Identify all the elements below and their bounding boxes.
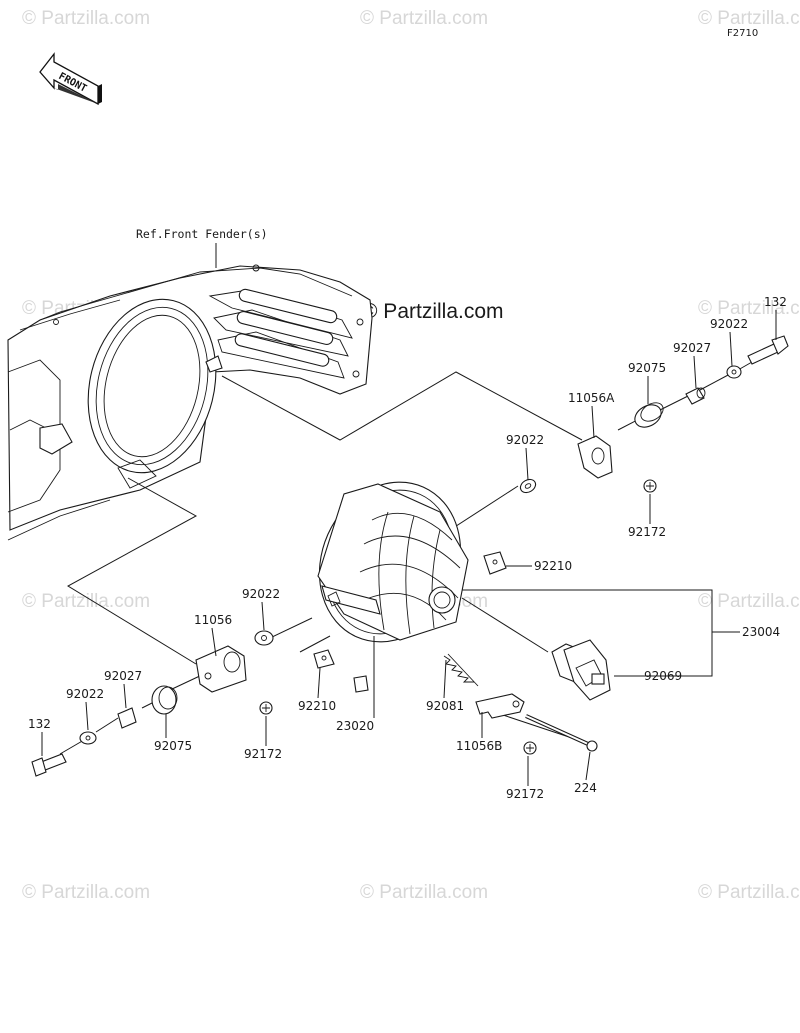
watermark: © Partzilla.com [22, 882, 150, 903]
part-label-11056A: 11056A [568, 391, 615, 405]
screw-92172-right [643, 479, 657, 493]
assembly-guide-lines [59, 361, 753, 755]
figure-code: F2710 [727, 28, 758, 39]
part-label-92027-right: 92027 [673, 341, 711, 355]
part-label-23020: 23020 [336, 719, 374, 733]
watermark: © Partzilla.com [698, 591, 800, 612]
watermark: © Partzilla.com [360, 882, 488, 903]
watermark: © Partzilla.com [698, 298, 800, 319]
front-fender-housing [7, 264, 373, 541]
bulb-92069 [551, 639, 611, 701]
part-label-92022-lower-left: 92022 [66, 687, 104, 701]
collar-92027-right [685, 387, 706, 405]
part-label-132-left: 132 [28, 717, 51, 731]
part-label-92210-left: 92210 [298, 699, 336, 713]
watermark: © Partzilla.com [698, 882, 800, 903]
washer-92022-right [726, 365, 742, 379]
screw-224 [525, 714, 598, 752]
watermark: © Partzilla.com [22, 8, 150, 29]
part-label-11056: 11056 [194, 613, 232, 627]
screw-92172-left [259, 701, 273, 715]
front-arrow-icon: FRONT [39, 52, 102, 106]
bolt-132-left [31, 753, 67, 777]
watermark: © Partzilla.com [698, 8, 800, 29]
part-label-92075-left: 92075 [154, 739, 192, 753]
part-label-92172-bottom: 92172 [506, 787, 544, 801]
clip-nut-92210-left [313, 649, 335, 669]
part-label-92022-right: 92022 [710, 317, 748, 331]
washer-92022-mid [519, 478, 537, 494]
watermark: © Partzilla.com [360, 8, 488, 29]
part-label-92069: 92069 [644, 669, 682, 683]
part-labels: 132 92022 92027 92075 11056A 92022 92172… [28, 295, 787, 801]
brand-text: © Partzilla.com [362, 300, 504, 323]
screw-92172-bottom [523, 741, 537, 755]
grommet-92075-left [151, 685, 178, 715]
part-label-224: 224 [574, 781, 597, 795]
part-label-92081: 92081 [426, 699, 464, 713]
bracket-11056 [195, 645, 247, 693]
part-label-92172-right: 92172 [628, 525, 666, 539]
washer-92022-left [254, 630, 274, 646]
part-label-132-right: 132 [764, 295, 787, 309]
washer-92022-lower-left [79, 731, 97, 745]
bracket-11056B [475, 693, 525, 719]
part-label-92075-right: 92075 [628, 361, 666, 375]
headlight-unit [317, 481, 469, 643]
part-label-92027-left: 92027 [104, 669, 142, 683]
part-label-11056B: 11056B [456, 739, 502, 753]
part-label-92022-mid: 92022 [506, 433, 544, 447]
grommet-92075-right [634, 402, 664, 428]
spring-92081 [443, 653, 479, 687]
reference-label: Ref.Front Fender(s) [136, 227, 268, 241]
part-label-23004: 23004 [742, 625, 780, 639]
part-label-92022-left: 92022 [242, 587, 280, 601]
clip-nut-92210-right [483, 551, 507, 575]
bolt-132-right [747, 335, 789, 365]
nut-23020 [353, 675, 369, 693]
watermark: © Partzilla.com [22, 591, 150, 612]
part-label-92172-left: 92172 [244, 747, 282, 761]
collar-92027-left [117, 707, 137, 729]
part-label-92210-right: 92210 [534, 559, 572, 573]
bracket-11056A [577, 435, 613, 479]
